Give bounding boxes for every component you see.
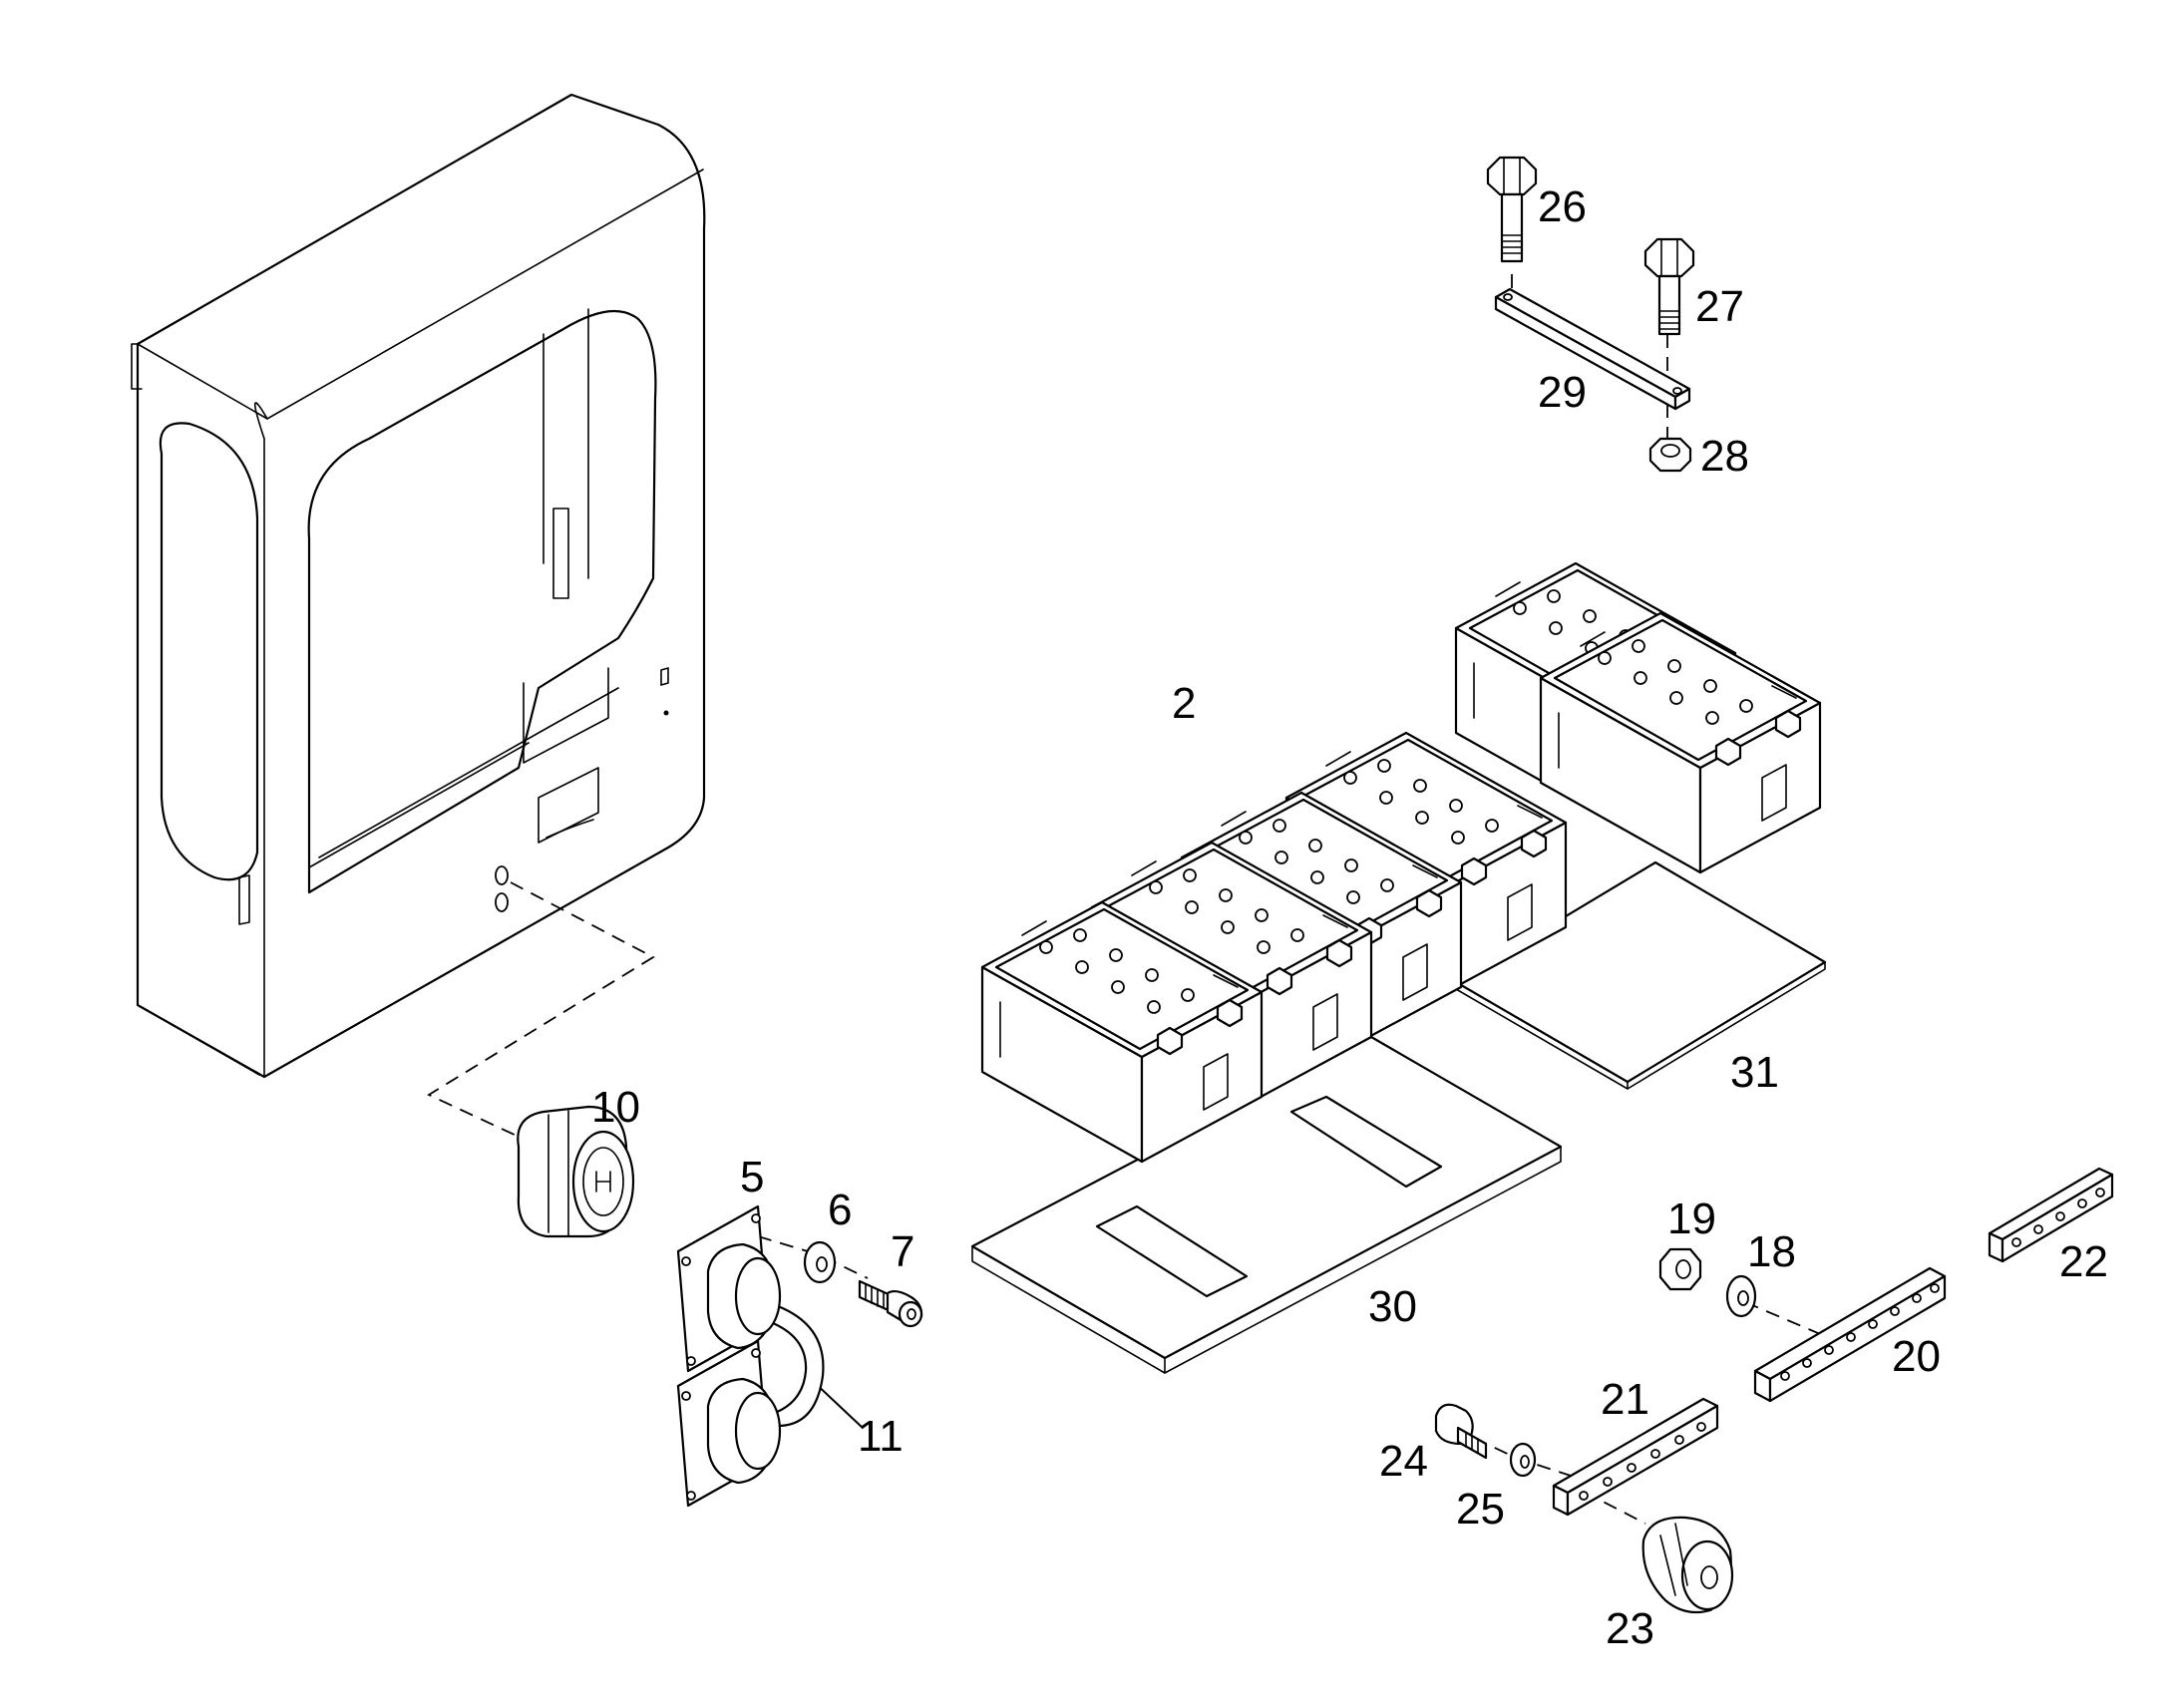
callout-24: 24 [1379,1437,1428,1486]
washer-6 [803,1240,837,1284]
nut-19 [1658,1247,1702,1291]
callout-11: 11 [858,1412,904,1461]
callout-26: 26 [1538,182,1587,231]
callout-28: 28 [1700,432,1749,481]
screw-7 [858,1279,923,1328]
callout-25: 25 [1456,1485,1505,1534]
callout-6: 6 [828,1186,852,1234]
flange-assembly-5-11 [676,1204,825,1508]
cabinet-frame [131,93,706,1079]
bolt-24 [1434,1403,1488,1460]
washer-25 [1509,1442,1537,1478]
connector-bar-20 [1753,1266,1947,1403]
callout-7: 7 [891,1227,914,1276]
connector-10 [517,1105,635,1238]
connector-bar-21 [1552,1397,1719,1517]
callout-5: 5 [740,1153,764,1201]
callout-31: 31 [1730,1048,1779,1097]
terminal-cap-23 [1641,1516,1734,1614]
leader-line-cabinet-to-10 [427,881,655,1138]
callout-2: 2 [1172,679,1196,728]
hold-down-hardware [1486,156,1695,473]
leader-line-5-6 [757,1235,869,1279]
callout-10: 10 [591,1083,640,1132]
callout-19: 19 [1667,1195,1716,1243]
washer-18 [1725,1274,1757,1318]
callout-18: 18 [1747,1227,1796,1276]
callout-23: 23 [1606,1604,1654,1653]
callout-29: 29 [1538,368,1587,417]
connector-bar-22 [1988,1167,2114,1263]
callout-20: 20 [1892,1332,1941,1381]
callout-22: 22 [2059,1237,2108,1286]
callout-21: 21 [1601,1375,1649,1424]
callout-27: 27 [1695,282,1744,331]
callout-30: 30 [1368,1282,1417,1331]
leader-line-18-20 [1744,1301,1826,1337]
